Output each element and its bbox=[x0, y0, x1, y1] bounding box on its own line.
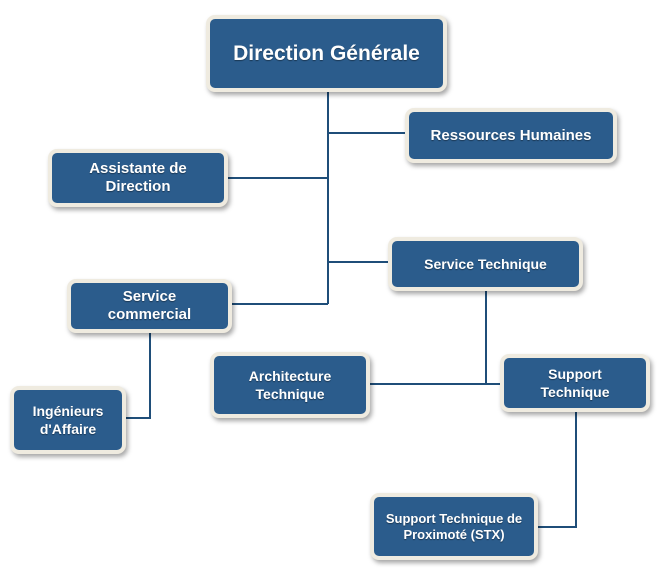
node-assistante-direction: Assistante de Direction bbox=[48, 149, 228, 207]
node-label: Service commercial bbox=[107, 288, 192, 323]
node-ressources-humaines: Ressources Humaines bbox=[405, 108, 617, 163]
connector-tech-branches bbox=[370, 291, 500, 385]
node-label: Direction Générale bbox=[233, 41, 420, 65]
node-label: Service Technique bbox=[424, 256, 547, 272]
node-ingenieurs-affaire: Ingénieurs d'Affaire bbox=[10, 386, 126, 454]
node-label: Ingénieurs d'Affaire bbox=[32, 403, 104, 437]
node-label: Architecture Technique bbox=[248, 368, 332, 402]
node-support-technique: Support Technique bbox=[500, 354, 650, 412]
node-direction-generale: Direction Générale bbox=[206, 15, 447, 92]
node-label: Support Technique bbox=[540, 366, 610, 400]
connector-stx bbox=[538, 412, 577, 528]
node-label: Assistante de Direction bbox=[89, 160, 187, 195]
node-label: Support Technique de Proximoté (STX) bbox=[385, 510, 523, 542]
node-support-proximite: Support Technique de Proximoté (STX) bbox=[370, 493, 538, 560]
node-service-technique: Service Technique bbox=[388, 237, 583, 291]
node-service-commercial: Service commercial bbox=[67, 279, 232, 333]
node-label: Ressources Humaines bbox=[430, 126, 592, 144]
node-architecture-technique: Architecture Technique bbox=[210, 352, 370, 418]
connector-ingenieurs bbox=[126, 333, 151, 419]
